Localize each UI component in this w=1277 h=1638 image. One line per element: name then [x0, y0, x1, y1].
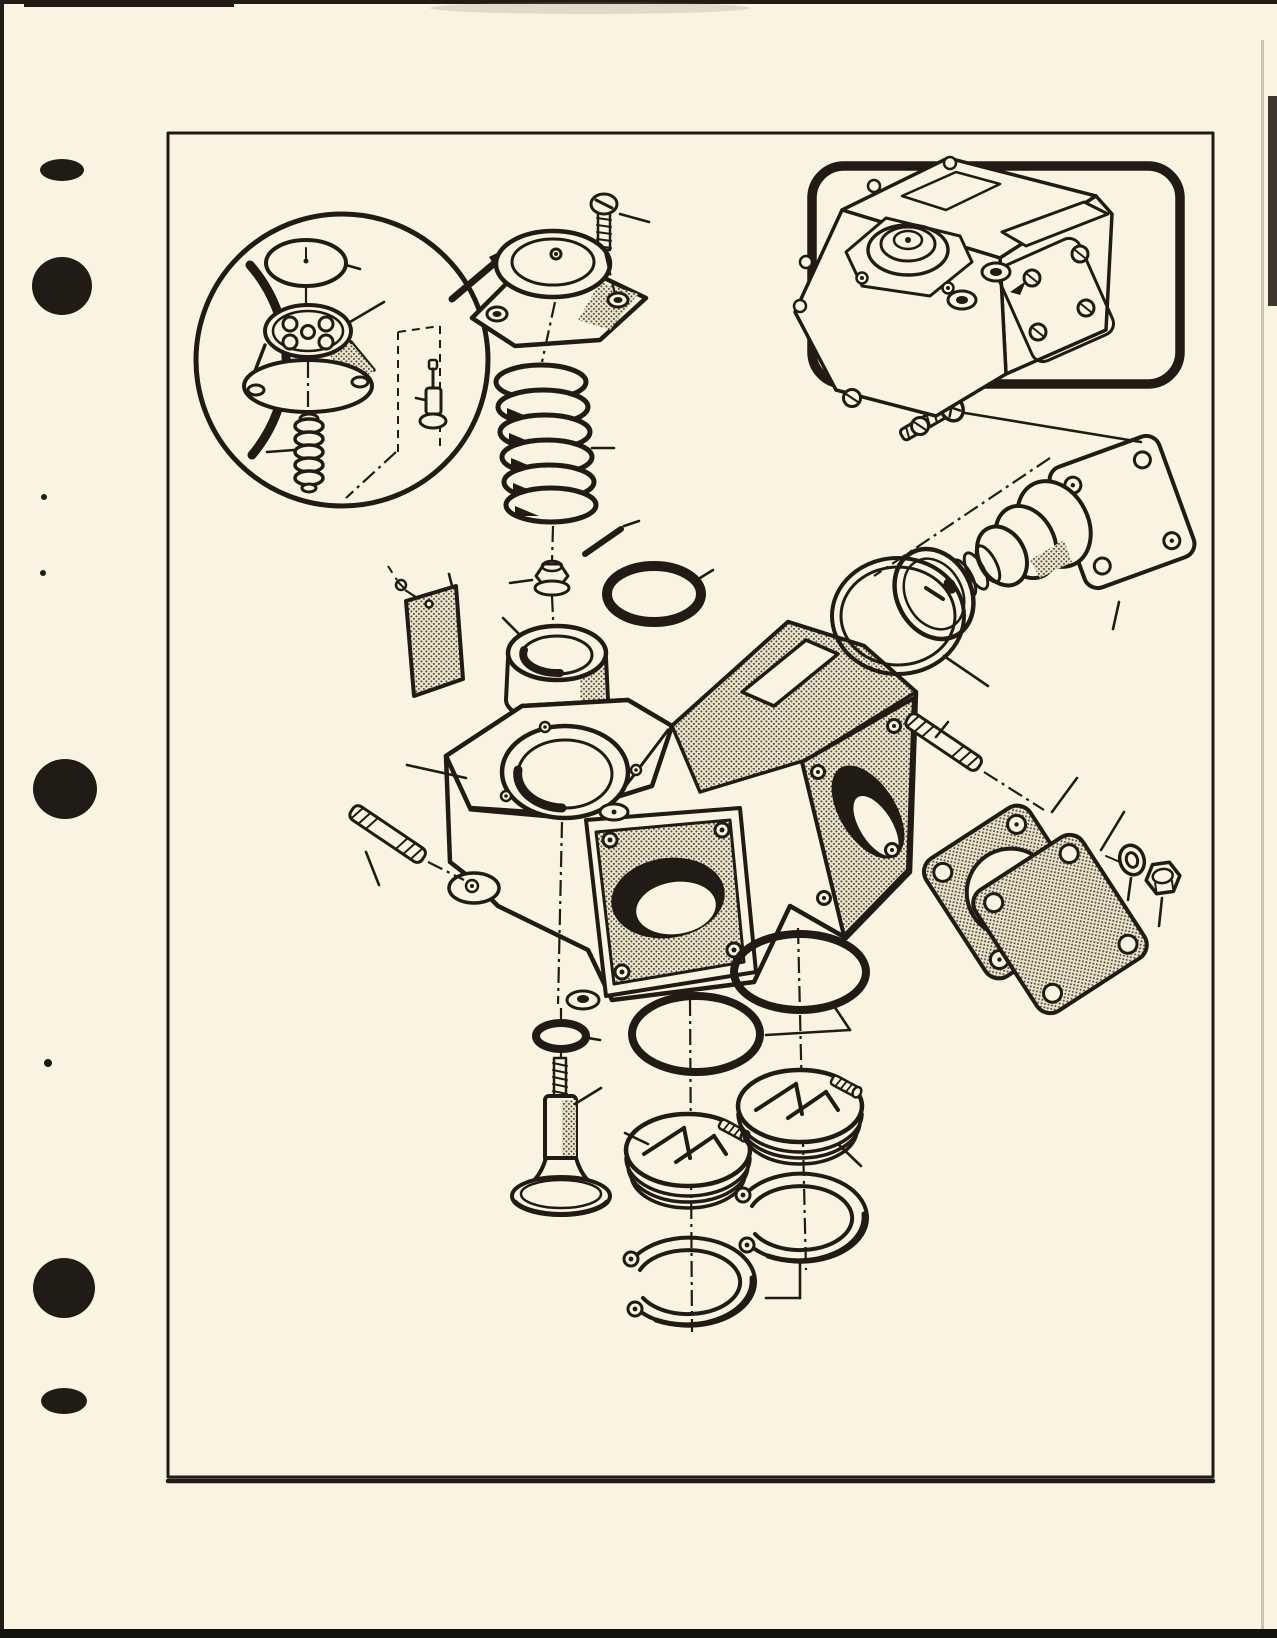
part-gasket-24: [830, 556, 990, 688]
part-stud-25-right: [904, 712, 1045, 811]
part-spring-10: [293, 412, 325, 494]
detail-circle: [193, 211, 491, 509]
part-valve-assy-19-left: [623, 1111, 753, 1210]
part-plate-3: [971, 810, 1149, 1016]
assembled-valve-inset: [792, 155, 1185, 436]
part-screw-7: [589, 192, 619, 252]
part-disc-8: [264, 238, 348, 318]
part-housing-26: [405, 619, 919, 1011]
inlet-arrow-icon: [1010, 281, 1026, 295]
part-valve-assy-19-right: [735, 1067, 865, 1168]
part-packing-21-pair: [628, 927, 870, 1333]
figure-frame: [165, 131, 1216, 1484]
part-stud-25-left: [348, 804, 465, 887]
part-guide-9: [418, 358, 448, 430]
part-cap-11: [242, 303, 376, 414]
part-nut-14: [508, 525, 571, 641]
part-ring-20-pair: [622, 1171, 869, 1328]
part-pin-13: [582, 519, 641, 557]
part-valve-16: [510, 1056, 612, 1217]
part-thermostat-22: [873, 433, 1197, 642]
part-packing-17: [602, 561, 715, 627]
part-cover-8-group: [469, 192, 651, 349]
binder-hole: [32, 159, 97, 1414]
part-packing-15: [532, 1008, 602, 1058]
part-spring-12: [493, 301, 616, 525]
part-nameplate-1: [387, 565, 465, 698]
part-nut-4: [1144, 860, 1182, 928]
part-washer-5: [1117, 843, 1147, 902]
